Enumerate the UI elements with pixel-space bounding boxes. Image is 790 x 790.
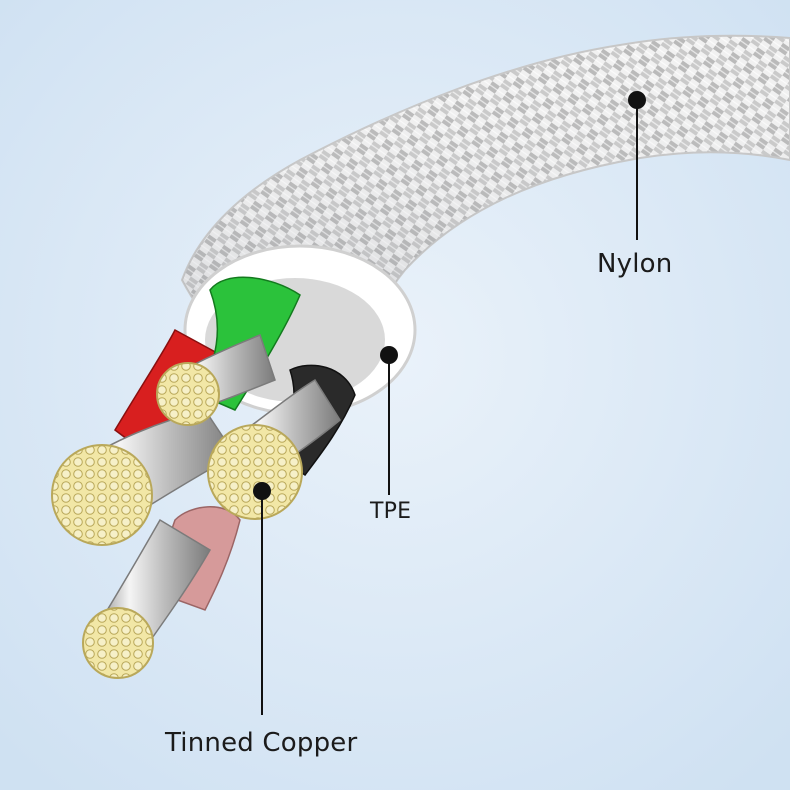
label-nylon: Nylon [597, 249, 673, 279]
label-tpe: TPE [370, 499, 412, 524]
tpe-callout-dot [380, 346, 398, 364]
copper-callout-dot [253, 482, 271, 500]
copper-bundles [51, 334, 341, 679]
strand-end-large [51, 444, 153, 546]
nylon-callout-dot [628, 91, 646, 109]
strand-end-bottom [82, 607, 154, 679]
strand-end-small [156, 362, 220, 426]
callouts [253, 91, 646, 715]
label-tinned-copper: Tinned Copper [165, 728, 358, 758]
strand-end-center [207, 424, 303, 520]
